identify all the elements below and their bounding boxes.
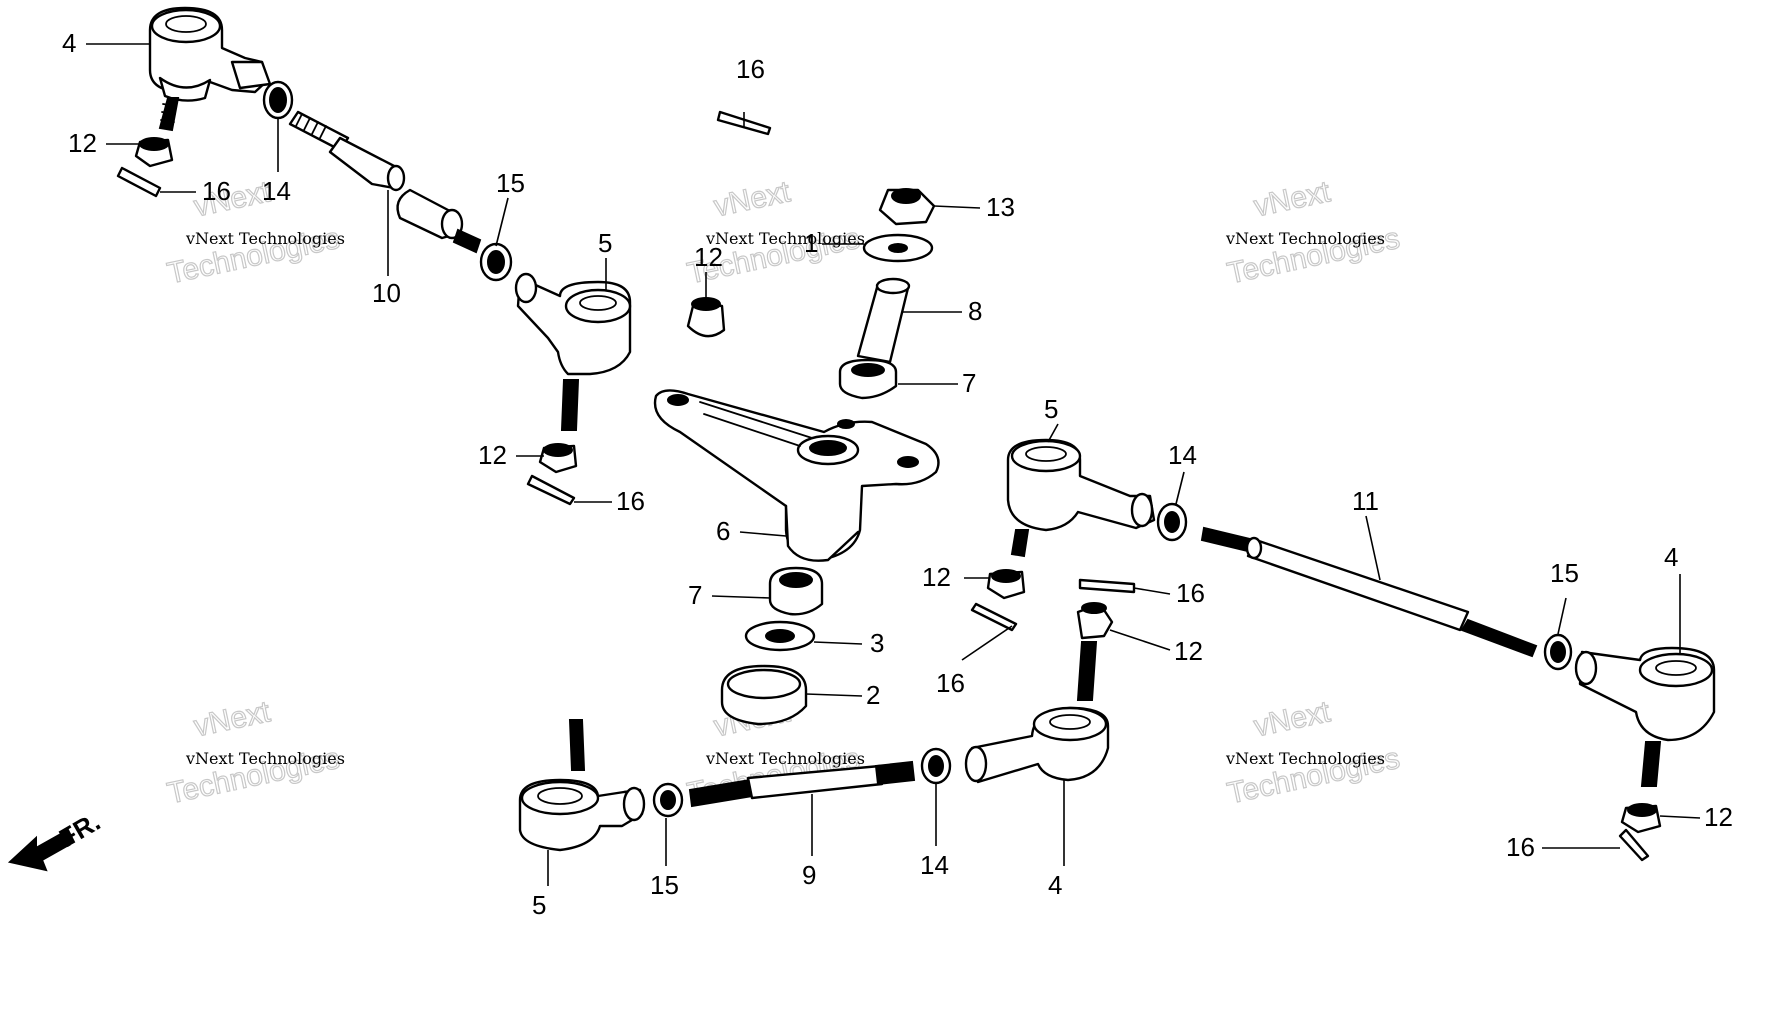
cotter-pin-16-bottom-right <box>1618 828 1650 862</box>
callout-15-bottom: 15 <box>650 870 679 900</box>
callout-12-right: 12 <box>1704 802 1733 832</box>
adjusting-rod-10 <box>288 110 482 254</box>
callout-16-mid-right: 16 <box>1176 578 1205 608</box>
watermark-bottom-left: vNext Technologies <box>164 695 343 812</box>
front-direction-arrow: FR. <box>7 806 105 872</box>
callout-4-bottom: 4 <box>1048 870 1062 900</box>
callout-14-top-left: 14 <box>262 176 291 206</box>
tie-rod-end-4-top-left <box>148 6 272 132</box>
callout-12-mid: 12 <box>922 562 951 592</box>
castle-nut-12-lower <box>1076 602 1114 640</box>
castle-nut-12-right <box>1620 803 1662 834</box>
watermark-brand: vNext <box>1251 695 1334 743</box>
cotter-pin-16-top-left <box>116 166 162 198</box>
callout-4-right: 4 <box>1664 542 1678 572</box>
callout-7-upper: 7 <box>962 368 976 398</box>
callout-8: 8 <box>968 296 982 326</box>
watermark-brand: vNext <box>191 695 274 743</box>
tie-rod-end-4-bottom <box>964 641 1110 784</box>
callout-16-bottom-right: 16 <box>1506 832 1535 862</box>
callout-10: 10 <box>372 278 401 308</box>
callout-5-right: 5 <box>1044 394 1058 424</box>
lock-nut-15-right <box>1543 633 1573 671</box>
callout-16-top-left: 16 <box>202 176 231 206</box>
callout-4-top-left: 4 <box>62 28 76 58</box>
watermark-brand: vNext <box>711 175 794 223</box>
callout-9: 9 <box>802 860 816 890</box>
tie-rod-end-5-right <box>1006 438 1156 558</box>
bushing-7-upper <box>838 358 898 400</box>
cotter-pin-16-mid-lower <box>970 602 1018 632</box>
watermark-company: vNext Technologies <box>705 749 865 768</box>
bushing-7-lower <box>768 566 824 616</box>
watermark-top-left: vNext Technologies <box>164 175 343 292</box>
callout-11: 11 <box>1352 486 1379 516</box>
center-arm-6 <box>653 389 940 562</box>
callout-12-top-left: 12 <box>68 128 97 158</box>
watermark-brand: vNext <box>1251 175 1334 223</box>
nut-13 <box>878 188 936 226</box>
callout-15-upper: 15 <box>496 168 525 198</box>
watermark-top-right: vNext Technologies <box>1224 175 1403 292</box>
watermark-bottom-right: vNext Technologies <box>1224 695 1403 812</box>
watermark-company: vNext Technologies <box>705 229 865 248</box>
callout-13: 13 <box>986 192 1015 222</box>
callout-7-lower: 7 <box>688 580 702 610</box>
lock-nut-14-right <box>1156 502 1188 542</box>
tie-rod-end-5-upper <box>514 272 632 431</box>
lock-nut-15-bottom <box>652 782 684 818</box>
castle-nut-12-center <box>686 297 726 338</box>
callout-16-top-center: 16 <box>736 54 765 84</box>
callout-5-upper: 5 <box>598 228 612 258</box>
tie-rod-9 <box>688 760 916 808</box>
callout-12-lower: 12 <box>1174 636 1203 666</box>
cotter-pin-16-mid-left <box>526 474 576 506</box>
dust-seal-2 <box>720 664 808 726</box>
callout-2: 2 <box>866 680 880 710</box>
castle-nut-12-top-left <box>134 137 174 168</box>
thread-marks <box>160 103 177 123</box>
callout-6: 6 <box>716 516 730 546</box>
callout-14-right: 14 <box>1168 440 1197 470</box>
watermark-company: vNext Technologies <box>1225 229 1385 248</box>
callout-12-mid-left: 12 <box>478 440 507 470</box>
callout-16-mid-lower: 16 <box>936 668 965 698</box>
watermark-company: vNext Technologies <box>1225 749 1385 768</box>
tie-rod-end-5-bottom <box>518 719 646 852</box>
callout-labels: 4 12 16 14 10 15 5 16 12 1 13 8 7 12 16 … <box>62 28 1733 920</box>
leader-lines <box>86 43 1701 886</box>
tie-rod-end-4-right <box>1574 646 1716 787</box>
castle-nut-12-mid-left <box>538 443 578 474</box>
lock-nut-14-top-left <box>262 80 294 120</box>
tie-rod-11 <box>1200 526 1538 658</box>
watermark-company: vNext Technologies <box>185 229 345 248</box>
callout-12-center: 12 <box>694 242 723 272</box>
lock-nut-15-upper <box>479 242 513 282</box>
castle-nut-12-mid <box>986 569 1026 600</box>
callout-16-mid-left: 16 <box>616 486 645 516</box>
watermark-company: vNext Technologies <box>185 749 345 768</box>
callout-3: 3 <box>870 628 884 658</box>
callout-15-right: 15 <box>1550 558 1579 588</box>
callout-14-bottom: 14 <box>920 850 949 880</box>
lock-nut-14-bottom <box>920 747 952 785</box>
washer-3 <box>744 620 816 652</box>
collar-8 <box>856 277 911 364</box>
washer-1 <box>862 233 934 263</box>
callout-1: 1 <box>804 228 818 258</box>
cotter-pin-16-mid-right <box>1078 578 1136 594</box>
callout-5-bottom: 5 <box>532 890 546 920</box>
